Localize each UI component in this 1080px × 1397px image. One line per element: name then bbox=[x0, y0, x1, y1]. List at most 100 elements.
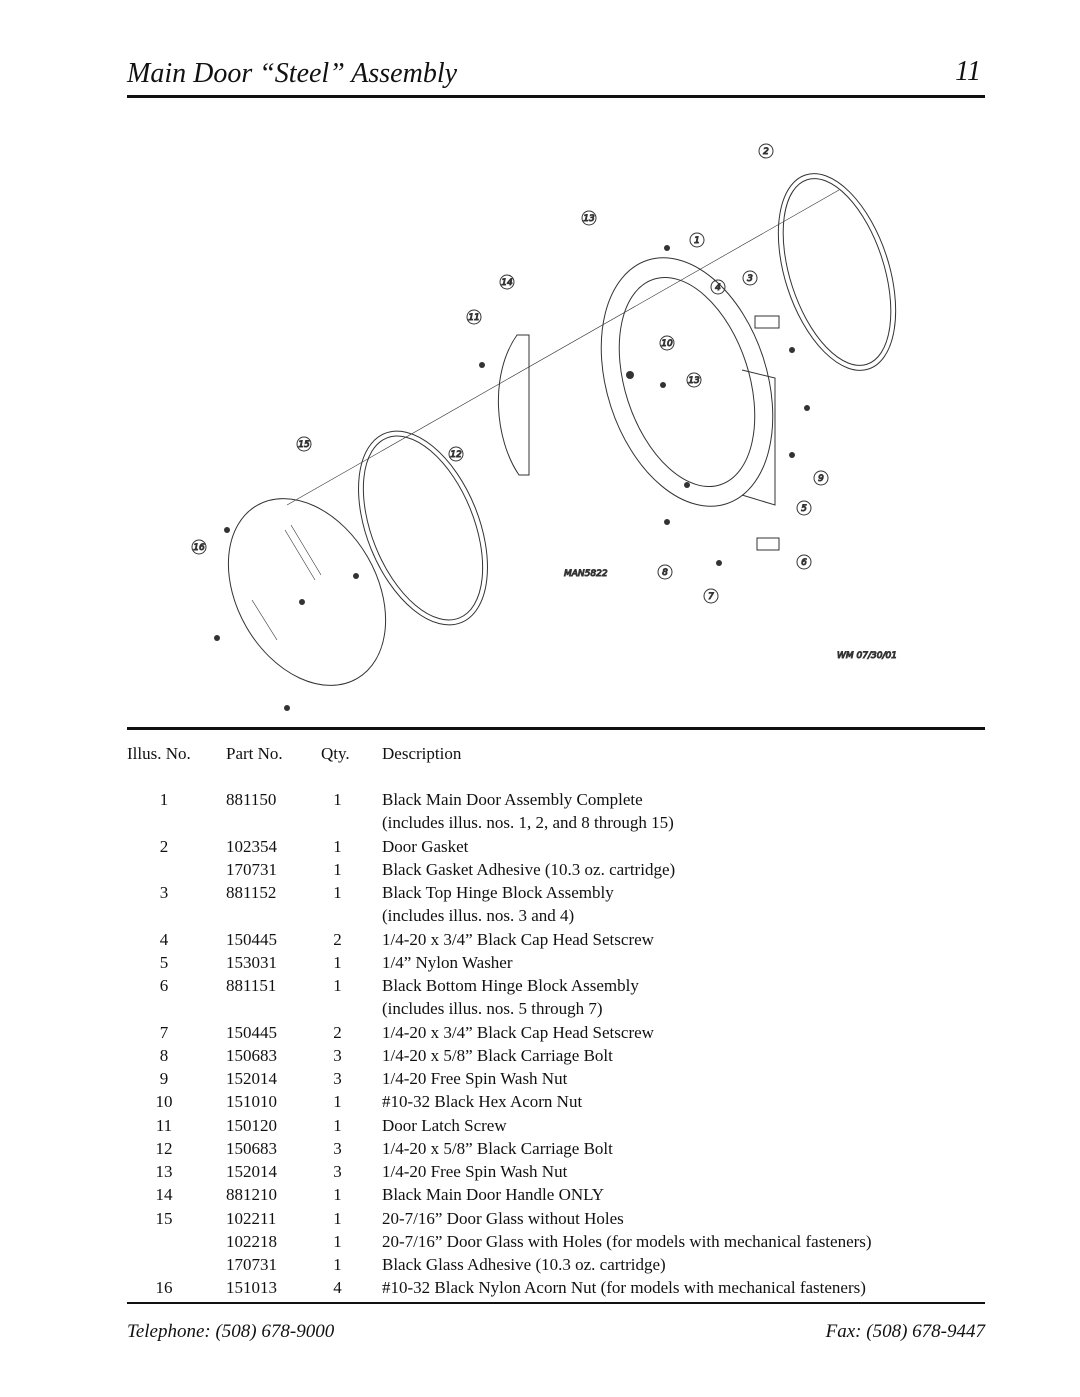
part-no: 150120 bbox=[226, 1115, 277, 1135]
table-row: (includes illus. nos. 1, 2, and 8 throug… bbox=[127, 811, 985, 834]
callout-number: 14 bbox=[501, 278, 513, 288]
callout-number: 7 bbox=[708, 592, 714, 602]
main-door-frame-drawing bbox=[600, 257, 776, 507]
fax: Fax: (508) 678-9447 bbox=[825, 1321, 985, 1342]
qty: 3 bbox=[333, 1138, 342, 1158]
part-no: 152014 bbox=[226, 1162, 277, 1181]
description: (includes illus. nos. 5 through 7) bbox=[382, 999, 603, 1019]
callout-number: 16 bbox=[193, 543, 205, 553]
description: (includes illus. nos. 3 and 4) bbox=[382, 906, 575, 926]
part-no: 151013 bbox=[226, 1278, 277, 1298]
part-no: 881210 bbox=[226, 1185, 277, 1205]
description: 1/4” Nylon Washer bbox=[382, 952, 513, 972]
table-row: 1 881150 1 Black Main Door Assembly Complet… bbox=[127, 788, 985, 811]
handle-drawing bbox=[497, 334, 530, 476]
door-gasket-drawing bbox=[777, 173, 897, 371]
callout-number: 4 bbox=[715, 283, 721, 293]
page-header: Main Door “Steel” Assembly 11 bbox=[127, 54, 985, 98]
illus-no: 10 bbox=[155, 1092, 173, 1112]
page-number: 11 bbox=[955, 56, 981, 87]
callout-number: 15 bbox=[298, 440, 310, 450]
description: Black Bottom Hinge Block Assembly bbox=[382, 976, 639, 995]
description: Black Glass Adhesive (10.3 oz. cartridge… bbox=[382, 1255, 666, 1274]
description: Door Gasket bbox=[382, 836, 469, 856]
illus-no: 3 bbox=[159, 883, 169, 902]
callout-number: 2 bbox=[763, 147, 769, 157]
qty: 1 bbox=[333, 836, 342, 856]
qty: 4 bbox=[333, 1278, 342, 1298]
qty: 1 bbox=[333, 1092, 342, 1112]
qty: 1 bbox=[333, 976, 342, 995]
part-no: 170731 bbox=[226, 859, 277, 879]
callout-number: 10 bbox=[661, 339, 673, 349]
door-glass-drawing bbox=[227, 498, 387, 686]
illus-no: 8 bbox=[159, 1045, 169, 1065]
part-no: 150445 bbox=[226, 929, 277, 949]
part-no: 881151 bbox=[226, 976, 277, 995]
telephone: Telephone: (508) 678-9000 bbox=[127, 1321, 335, 1342]
callout-number: 3 bbox=[747, 274, 753, 284]
illus-no: 11 bbox=[155, 1115, 173, 1135]
description: Black Top Hinge Block Assembly bbox=[382, 883, 614, 902]
part-no: 102211 bbox=[226, 1208, 277, 1228]
qty: 3 bbox=[333, 1069, 342, 1088]
glass-ring-drawing bbox=[358, 430, 488, 626]
qty: 1 bbox=[333, 790, 342, 809]
drawing-id: MAN5822 bbox=[564, 569, 608, 579]
description: 1/4-20 x 3/4” Black Cap Head Setscrew bbox=[382, 1022, 654, 1042]
qty: 2 bbox=[333, 1022, 342, 1042]
description: Black Main Door Handle ONLY bbox=[382, 1185, 605, 1205]
part-no: 881150 bbox=[226, 790, 277, 809]
header-illus-no: Illus. No. bbox=[127, 744, 191, 763]
part-no: 150683 bbox=[226, 1045, 277, 1065]
illus-no: 5 bbox=[159, 952, 169, 972]
fasteners-drawing bbox=[214, 245, 810, 711]
illus-no: 1 bbox=[159, 790, 169, 809]
description: 1/4-20 Free Spin Wash Nut bbox=[382, 1162, 568, 1181]
description: 1/4-20 x 5/8” Black Carriage Bolt bbox=[382, 1045, 613, 1065]
callout-number: 12 bbox=[450, 450, 462, 460]
qty: 1 bbox=[333, 1208, 342, 1228]
description: Black Gasket Adhesive (10.3 oz. cartridg… bbox=[382, 859, 676, 879]
part-no: 102218 bbox=[226, 1231, 277, 1251]
description: #10-32 Black Hex Acorn Nut bbox=[382, 1092, 583, 1112]
qty: 2 bbox=[333, 929, 342, 949]
illus-no: 6 bbox=[159, 976, 169, 995]
table-top-rule bbox=[127, 727, 985, 730]
part-no: 881152 bbox=[226, 883, 277, 902]
part-no: 152014 bbox=[226, 1069, 277, 1088]
qty: 1 bbox=[333, 1115, 342, 1135]
illus-no: 4 bbox=[159, 929, 169, 949]
description: Black Main Door Assembly Complete bbox=[382, 790, 643, 809]
drawing-date: WM 07/30/01 bbox=[837, 651, 897, 661]
callout-number: 11 bbox=[468, 313, 479, 323]
qty: 1 bbox=[333, 859, 342, 879]
callout-number: 13 bbox=[583, 214, 595, 224]
callout-number: 6 bbox=[801, 558, 807, 568]
table-header-row: Illus. No. Part No. Qty. Description bbox=[127, 742, 985, 788]
part-no: 150445 bbox=[226, 1022, 277, 1042]
callout-bubbles bbox=[191, 143, 829, 604]
illus-no: 12 bbox=[155, 1138, 173, 1158]
part-no: 170731 bbox=[226, 1255, 277, 1274]
part-no: 102354 bbox=[226, 836, 277, 856]
bottom-hinge-block-drawing bbox=[756, 537, 780, 551]
illus-no: 14 bbox=[155, 1185, 173, 1205]
axis-line bbox=[286, 189, 840, 506]
header-description: Description bbox=[382, 744, 462, 763]
